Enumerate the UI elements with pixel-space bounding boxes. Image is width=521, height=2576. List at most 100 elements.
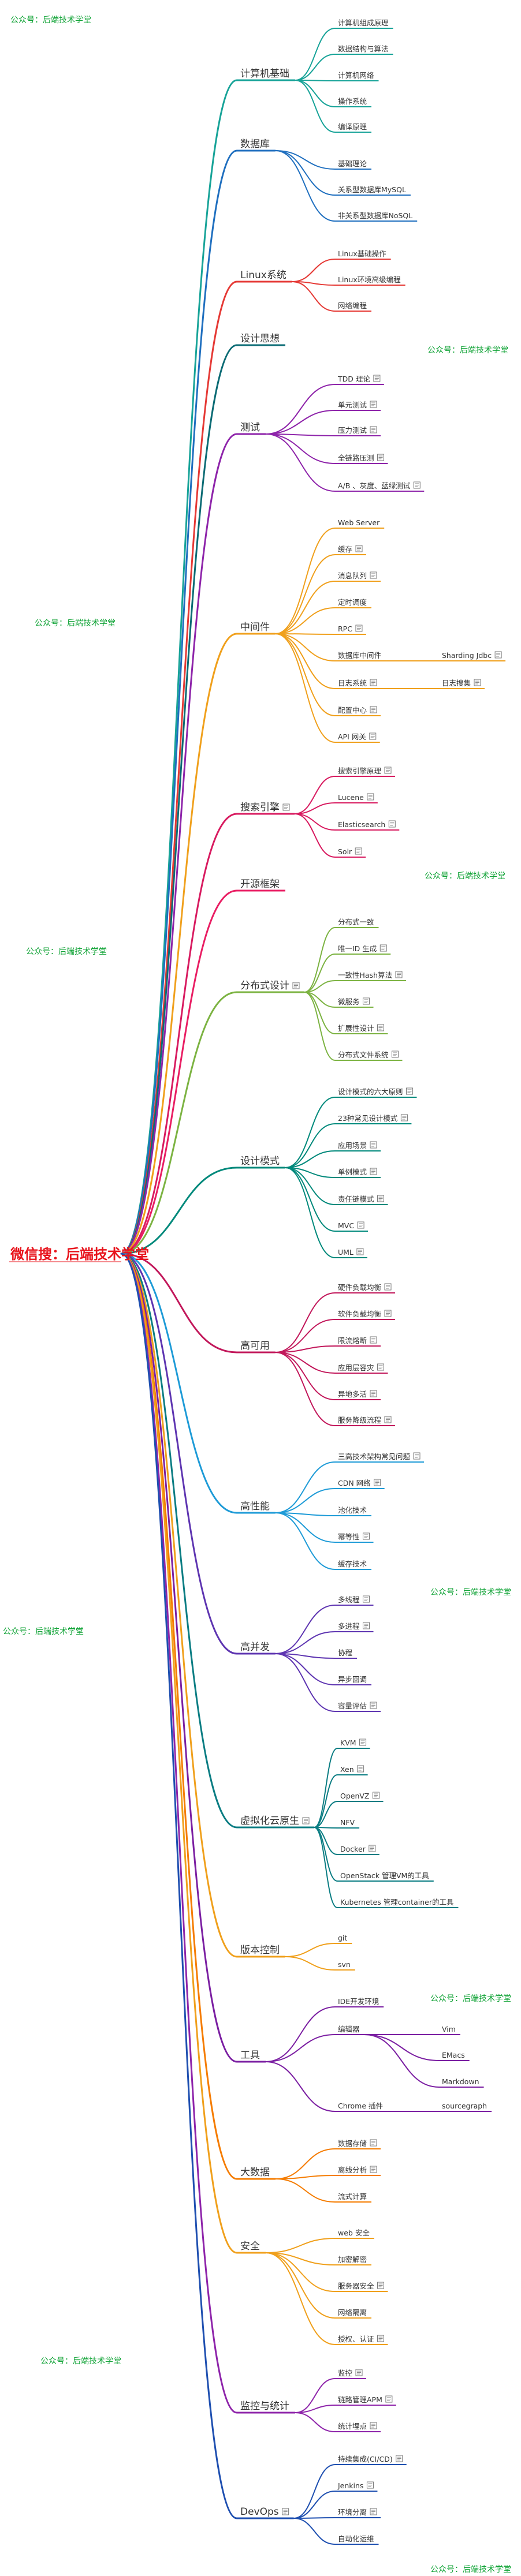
subtopic[interactable]: Jenkins — [337, 2481, 363, 2490]
subtopic[interactable]: 异地多活 — [338, 1390, 367, 1399]
subtopic[interactable]: 全链路压测 — [338, 454, 374, 462]
leaf-topic[interactable]: Markdown — [442, 2077, 479, 2086]
subtopic[interactable]: Solr — [338, 847, 352, 856]
note-icon[interactable] — [384, 1310, 392, 1317]
subtopic[interactable]: 唯一ID 生成 — [338, 944, 377, 953]
subtopic[interactable]: 容量评估 — [338, 1702, 367, 1710]
branch-topic[interactable]: DevOps — [240, 2506, 279, 2518]
note-icon[interactable] — [384, 1416, 392, 1423]
subtopic[interactable]: 网络编程 — [338, 301, 367, 310]
note-icon[interactable] — [413, 481, 420, 489]
note-icon[interactable] — [357, 1221, 364, 1229]
note-icon[interactable] — [292, 982, 300, 989]
note-icon[interactable] — [370, 426, 377, 433]
subtopic[interactable]: 分布式文件系统 — [338, 1050, 389, 1059]
subtopic[interactable]: API 网关 — [338, 732, 366, 741]
subtopic[interactable]: 软件负载均衡 — [338, 1310, 381, 1318]
subtopic[interactable]: 多线程 — [338, 1595, 360, 1604]
note-icon[interactable] — [474, 679, 481, 686]
subtopic[interactable]: 网络隔离 — [338, 2308, 367, 2317]
subtopic[interactable]: 应用层容灾 — [338, 1363, 374, 1372]
note-icon[interactable] — [369, 732, 377, 740]
branch-topic[interactable]: 监控与统计 — [240, 2401, 289, 2412]
branch-topic[interactable]: 开源框架 — [240, 878, 280, 890]
subtopic[interactable]: 授权、认证 — [338, 2335, 374, 2343]
subtopic[interactable]: Lucene — [338, 793, 364, 802]
subtopic[interactable]: OpenVZ — [340, 1792, 370, 1800]
note-icon[interactable] — [374, 1479, 381, 1486]
note-icon[interactable] — [355, 545, 363, 552]
subtopic[interactable]: 扩展性设计 — [338, 1024, 374, 1033]
branch-topic[interactable]: 数据库 — [240, 139, 270, 150]
subtopic[interactable]: 数据结构与算法 — [338, 44, 389, 53]
note-icon[interactable] — [388, 820, 396, 828]
note-icon[interactable] — [384, 1283, 392, 1291]
subtopic[interactable]: 计算机组成原理 — [338, 18, 389, 27]
subtopic[interactable]: 编译原理 — [338, 122, 367, 131]
subtopic[interactable]: Linux基础操作 — [338, 249, 386, 258]
subtopic[interactable]: Chrome 插件 — [338, 2102, 383, 2110]
note-icon[interactable] — [413, 1452, 420, 1460]
subtopic[interactable]: Kubernetes 管理container的工具 — [340, 1898, 454, 1906]
note-icon[interactable] — [357, 1765, 364, 1773]
subtopic[interactable]: 搜索引擎原理 — [338, 767, 382, 775]
subtopic[interactable]: 单元测试 — [338, 401, 367, 409]
note-icon[interactable] — [377, 454, 385, 461]
leaf-topic[interactable]: Vim — [442, 2025, 456, 2033]
subtopic[interactable]: 服务降级流程 — [338, 1416, 382, 1425]
note-icon[interactable] — [355, 847, 362, 855]
note-icon[interactable] — [400, 1114, 408, 1121]
branch-topic[interactable]: 计算机基础 — [240, 68, 289, 80]
subtopic[interactable]: 异步回调 — [338, 1675, 367, 1684]
subtopic[interactable]: 责任链模式 — [338, 1195, 374, 1203]
note-icon[interactable] — [370, 2166, 377, 2173]
branch-topic[interactable]: 安全 — [240, 2241, 260, 2252]
subtopic[interactable]: TDD 理论 — [337, 375, 370, 383]
note-icon[interactable] — [359, 1738, 367, 1746]
note-icon[interactable] — [282, 803, 290, 811]
subtopic[interactable]: 单例模式 — [338, 1168, 367, 1176]
note-icon[interactable] — [370, 401, 377, 408]
note-icon[interactable] — [370, 2508, 377, 2515]
subtopic[interactable]: 监控 — [338, 2369, 353, 2377]
subtopic[interactable]: 缓存 — [338, 545, 352, 554]
note-icon[interactable] — [370, 1702, 377, 1709]
subtopic[interactable]: 链路管理APM — [338, 2395, 382, 2404]
note-icon[interactable] — [370, 2422, 377, 2429]
branch-topic[interactable]: 工具 — [240, 2050, 260, 2061]
subtopic[interactable]: 微服务 — [338, 997, 360, 1006]
leaf-topic[interactable]: Sharding Jdbc — [442, 651, 492, 660]
note-icon[interactable] — [396, 2455, 403, 2462]
leaf-topic[interactable]: EMacs — [442, 2051, 465, 2059]
subtopic[interactable]: 环境分离 — [338, 2508, 367, 2517]
subtopic[interactable]: RPC — [338, 625, 352, 633]
note-icon[interactable] — [363, 997, 370, 1005]
subtopic[interactable]: 离线分析 — [338, 2166, 367, 2174]
subtopic[interactable]: IDE开发环境 — [338, 1997, 379, 2006]
subtopic[interactable]: git — [338, 1934, 347, 1942]
note-icon[interactable] — [282, 2508, 289, 2515]
note-icon[interactable] — [363, 1595, 370, 1603]
branch-topic[interactable]: 高性能 — [240, 1501, 270, 1512]
leaf-topic[interactable]: 日志搜集 — [442, 679, 471, 687]
subtopic[interactable]: 日志系统 — [338, 679, 367, 687]
note-icon[interactable] — [370, 571, 377, 579]
subtopic[interactable]: 限流熔断 — [338, 1336, 367, 1345]
branch-topic[interactable]: 大数据 — [240, 2167, 270, 2178]
subtopic[interactable]: 计算机网络 — [338, 71, 374, 80]
subtopic[interactable]: 缓存技术 — [338, 1560, 367, 1568]
subtopic[interactable]: CDN 网络 — [338, 1479, 371, 1487]
subtopic[interactable]: KVM — [340, 1738, 356, 1747]
subtopic[interactable]: 幂等性 — [338, 1532, 360, 1541]
note-icon[interactable] — [373, 375, 381, 382]
branch-topic[interactable]: 版本控制 — [240, 1945, 280, 1956]
subtopic[interactable]: Docker — [340, 1845, 366, 1853]
note-icon[interactable] — [377, 2335, 385, 2342]
subtopic[interactable]: 配置中心 — [338, 706, 367, 715]
subtopic[interactable]: 自动化运维 — [338, 2534, 374, 2543]
note-icon[interactable] — [370, 1336, 377, 1344]
note-icon[interactable] — [395, 971, 403, 978]
note-icon[interactable] — [384, 767, 392, 774]
branch-topic[interactable]: 中间件 — [240, 622, 270, 633]
subtopic[interactable]: 三高技术架构常见问题 — [338, 1452, 411, 1461]
